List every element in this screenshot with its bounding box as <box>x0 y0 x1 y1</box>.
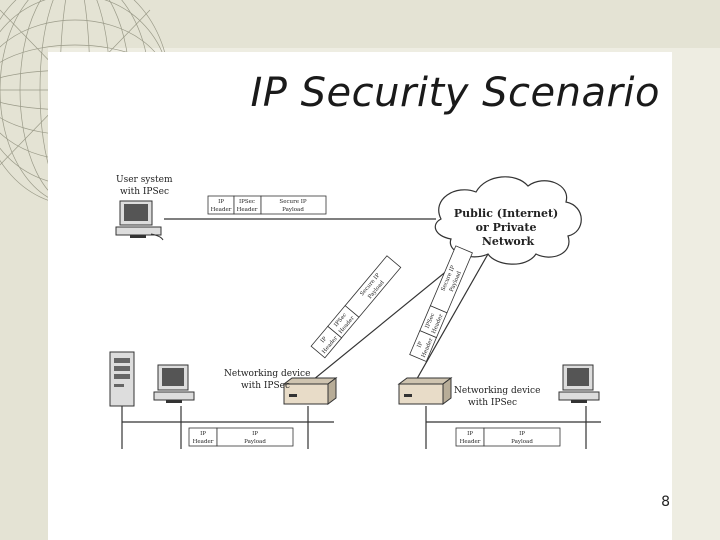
left-device-label-line2: with IPSec <box>241 381 290 391</box>
svg-text:IPHeader: IPHeader <box>460 431 481 445</box>
svg-text:Public (Internet) or Pri: Public (Internet) or Private Network <box>454 207 562 248</box>
svg-text:Networking device with I: Networking device with IPSec <box>454 386 543 408</box>
svg-text:Secure IPPayload: Secure IPPayload <box>279 199 306 213</box>
ipsec-scenario-diagram: Public (Internet) or Private Network Use… <box>96 144 618 475</box>
secure-packet-left-diagonal: IPHeader IPSecHeader Secure IPPayload <box>310 255 402 359</box>
svg-text:IPSecHeader: IPSecHeader <box>237 199 258 213</box>
svg-text:IPHeader: IPHeader <box>211 199 232 213</box>
left-lan-pc-icon <box>153 364 195 403</box>
cloud-label-line2: or Private <box>476 221 537 234</box>
right-lan-pc-icon <box>558 364 600 403</box>
cloud-label-line1: Public (Internet) <box>454 207 558 220</box>
user-system-label-line1: User system <box>116 175 173 185</box>
link-right-device-to-cloud <box>413 253 489 385</box>
page-number: 8 <box>661 494 670 510</box>
svg-text:IPHeader: IPHeader <box>193 431 214 445</box>
right-device-label-line1: Networking device <box>454 386 540 396</box>
svg-text:IPPayload: IPPayload <box>244 431 266 445</box>
left-networking-device-icon <box>282 377 338 405</box>
secure-packet-right-diagonal: IPHeader IPSecHeader Secure IPPayload <box>409 245 473 363</box>
user-workstation-icon <box>115 200 164 241</box>
slide-title: IP Security Scenario <box>250 70 660 116</box>
svg-text:User system with IPSec: User system with IPSec <box>116 175 175 197</box>
right-networking-device-icon <box>397 377 453 405</box>
server-tower-icon <box>109 351 135 407</box>
cloud-label-line3: Network <box>482 235 535 248</box>
left-device-label-line1: Networking device <box>224 369 310 379</box>
svg-text:Networking device with I: Networking device with IPSec <box>224 369 313 391</box>
svg-text:IPPayload: IPPayload <box>511 431 533 445</box>
right-device-label-line2: with IPSec <box>468 398 517 408</box>
user-system-label-line2: with IPSec <box>120 187 169 197</box>
